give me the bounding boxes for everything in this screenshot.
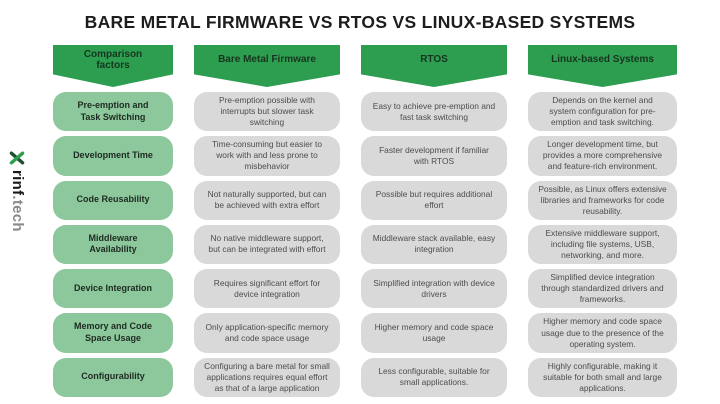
comparison-table: Comparison factors Bare Metal Firmware R… — [53, 45, 720, 397]
comparison-cell: Easy to achieve pre-emption and fast tas… — [361, 92, 507, 132]
comparison-cell: Higher memory and code space usage — [361, 313, 507, 353]
comparison-cell: Only application-specific memory and cod… — [194, 313, 340, 353]
comparison-cell: No native middleware support, but can be… — [194, 224, 340, 265]
factor-pill: Configurability — [53, 357, 173, 397]
comparison-cell: Highly configurable, making it suitable … — [528, 357, 677, 397]
factor-pill: Memory and Code Space Usage — [53, 313, 173, 353]
factor-pill: Device Integration — [53, 269, 173, 309]
factor-pill: Middleware Availability — [53, 224, 173, 265]
factor-pill: Pre-emption and Task Switching — [53, 92, 173, 132]
comparison-cell: Higher memory and code space usage due t… — [528, 313, 677, 353]
factor-pill: Development Time — [53, 136, 173, 176]
comparison-cell: Time-consuming but easier to work with a… — [194, 136, 340, 176]
comparison-cell: Requires significant effort for device i… — [194, 269, 340, 309]
comparison-cell: Depends on the kernel and system configu… — [528, 92, 677, 132]
page-title: BARE METAL FIRMWARE VS RTOS VS LINUX-BAS… — [84, 12, 636, 32]
header-comparison-factors: Comparison factors — [53, 45, 173, 87]
brand-logo: rinf.tech — [9, 150, 26, 232]
header-rtos: RTOS — [361, 45, 507, 87]
factor-pill: Code Reusability — [53, 180, 173, 220]
comparison-cell: Middleware stack available, easy integra… — [361, 224, 507, 265]
brand-suffix: .tech — [9, 195, 26, 232]
brand-name: rinf — [9, 170, 26, 196]
brand-logo-text: rinf.tech — [9, 170, 26, 232]
comparison-cell: Not naturally supported, but can be achi… — [194, 180, 340, 220]
comparison-cell: Possible but requires additional effort — [361, 180, 507, 220]
header-linux-based-systems: Linux-based Systems — [528, 45, 677, 87]
header-bare-metal-firmware: Bare Metal Firmware — [194, 45, 340, 87]
comparison-cell: Pre-emption possible with interrupts but… — [194, 92, 340, 132]
comparison-cell: Extensive middleware support, including … — [528, 224, 677, 265]
rinftech-x-icon — [10, 151, 25, 165]
comparison-cell: Possible, as Linux offers extensive libr… — [528, 180, 677, 220]
comparison-cell: Simplified device integration through st… — [528, 269, 677, 309]
comparison-cell: Longer development time, but provides a … — [528, 136, 677, 176]
comparison-cell: Less configurable, suitable for small ap… — [361, 357, 507, 397]
comparison-cell: Faster development if familiar with RTOS — [361, 136, 507, 176]
comparison-cell: Simplified integration with device drive… — [361, 269, 507, 309]
comparison-cell: Configuring a bare metal for small appli… — [194, 357, 340, 397]
